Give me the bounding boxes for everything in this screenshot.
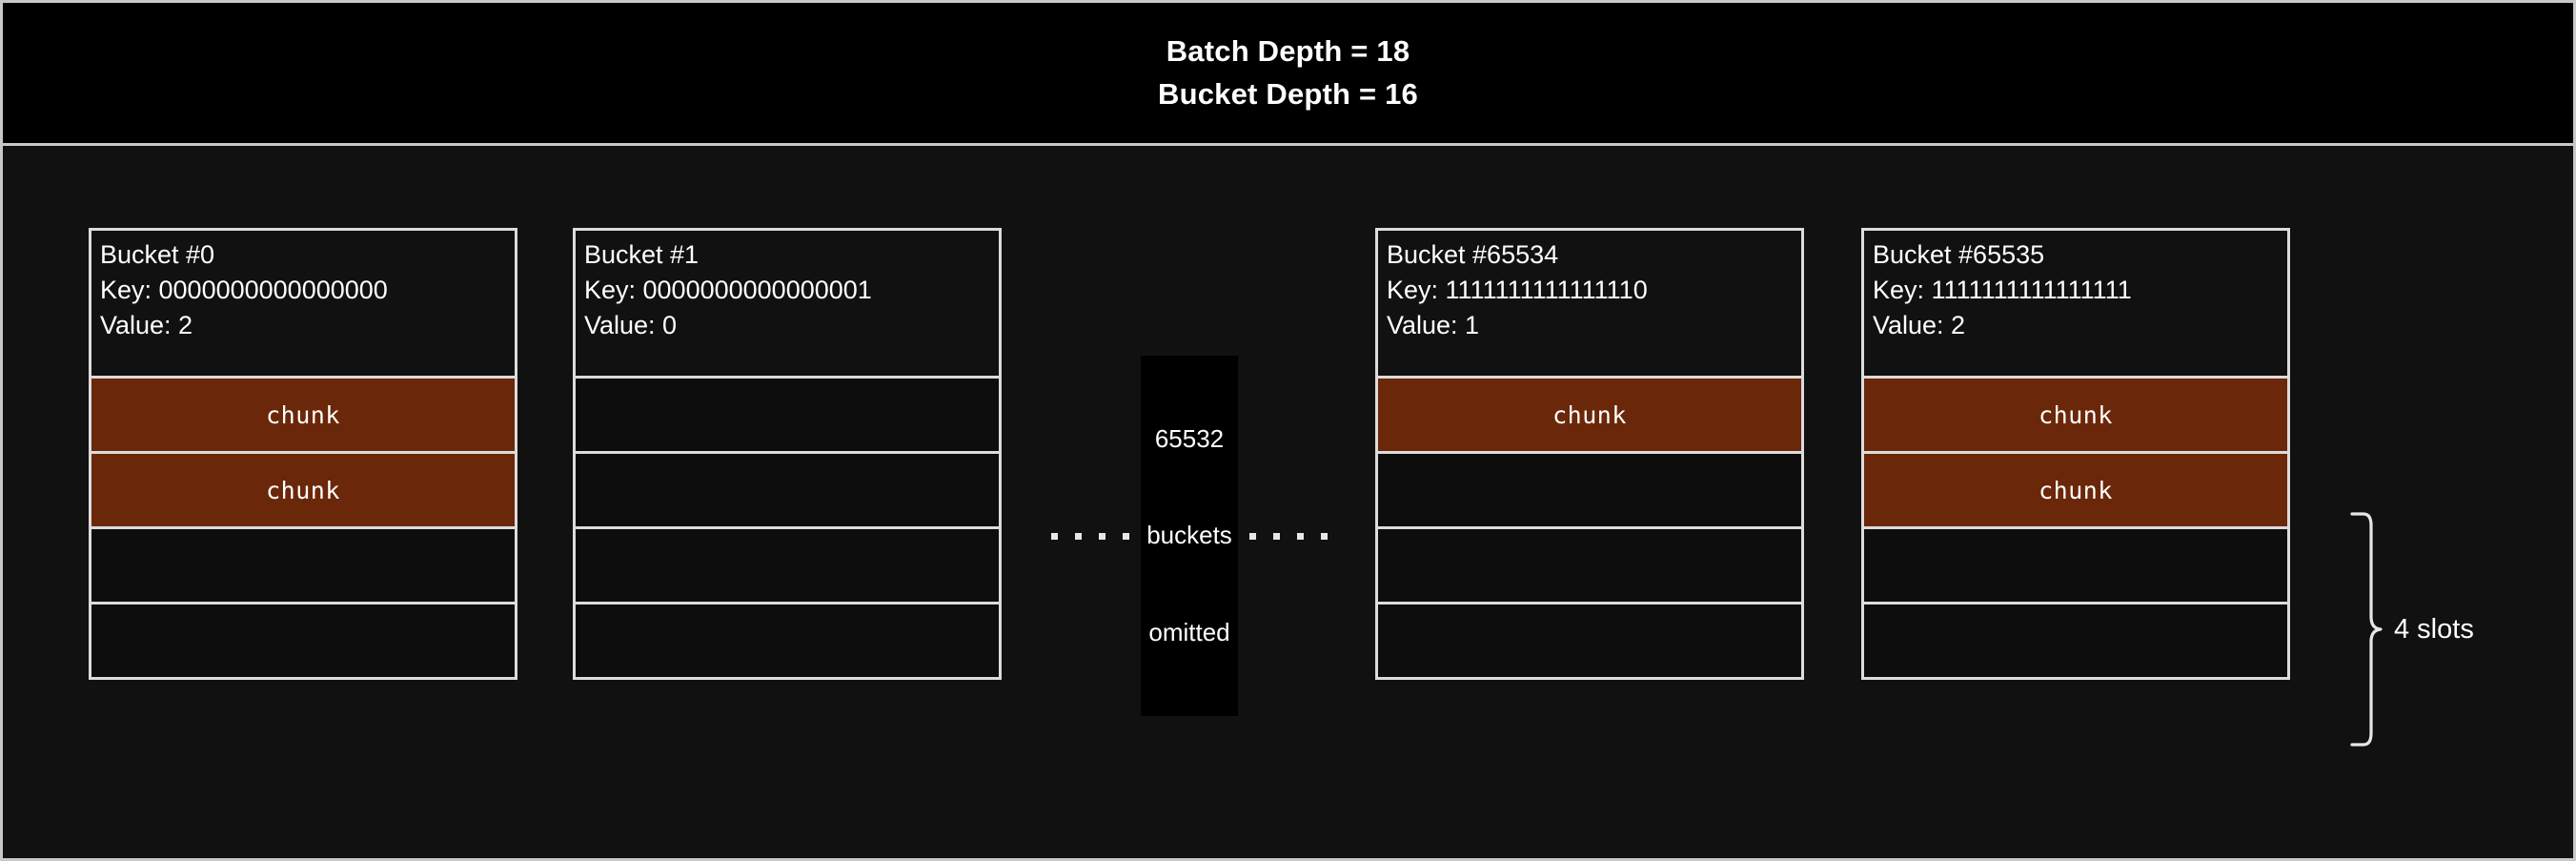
bucket-slots-0: chunk chunk bbox=[91, 379, 515, 677]
slot-chunk[interactable]: chunk bbox=[91, 454, 515, 529]
bucket-title-1: Bucket #1 bbox=[584, 240, 700, 269]
slot-empty[interactable] bbox=[576, 379, 999, 454]
bucket-value-65534: Value: 1 bbox=[1387, 311, 1480, 340]
slot-label: chunk bbox=[1552, 400, 1627, 429]
omitted-buckets-marker: 65532 buckets omitted bbox=[1032, 356, 1347, 716]
bucket-value-65535: Value: 2 bbox=[1873, 311, 1966, 340]
curly-brace-icon bbox=[2350, 512, 2383, 747]
bucket-box-65535[interactable]: Bucket #65535 Key: 1111111111111111 Valu… bbox=[1861, 228, 2290, 680]
slots-count-label: 4 slots bbox=[2394, 613, 2474, 645]
batch-depth-label: Batch Depth = 18 bbox=[1166, 33, 1410, 68]
slot-empty[interactable] bbox=[1864, 605, 2287, 677]
omitted-verb: omitted bbox=[1148, 617, 1230, 646]
omitted-noun: buckets bbox=[1146, 521, 1232, 550]
bucket-title-65534: Bucket #65534 bbox=[1387, 240, 1559, 269]
dot-icon bbox=[1099, 532, 1106, 540]
slot-empty[interactable] bbox=[1378, 454, 1801, 529]
dot-icon bbox=[1248, 532, 1256, 540]
bucket-key-1: Key: 0000000000000001 bbox=[584, 276, 872, 305]
slot-empty[interactable] bbox=[91, 605, 515, 677]
bucket-title-65535: Bucket #65535 bbox=[1873, 240, 2045, 269]
bucket-box-1[interactable]: Bucket #1 Key: 0000000000000001 Value: 0 bbox=[573, 228, 1002, 680]
bucket-depth-label: Bucket Depth = 16 bbox=[1157, 76, 1418, 111]
dot-icon bbox=[1272, 532, 1280, 540]
bucket-key-65535: Key: 1111111111111111 bbox=[1873, 276, 2132, 305]
slot-empty[interactable] bbox=[576, 529, 999, 605]
slot-label: chunk bbox=[2038, 476, 2113, 504]
dot-icon bbox=[1075, 532, 1083, 540]
bucket-slots-1 bbox=[576, 379, 999, 677]
omitted-count: 65532 bbox=[1154, 423, 1225, 453]
omitted-buckets-label: 65532 buckets omitted bbox=[1141, 356, 1238, 716]
slot-chunk[interactable]: chunk bbox=[1378, 379, 1801, 454]
slot-label: chunk bbox=[266, 400, 340, 429]
slot-chunk[interactable]: chunk bbox=[1864, 379, 2287, 454]
slot-chunk[interactable]: chunk bbox=[91, 379, 515, 454]
slot-empty[interactable] bbox=[576, 454, 999, 529]
bucket-header-65534: Bucket #65534 Key: 1111111111111110 Valu… bbox=[1378, 231, 1801, 379]
dot-icon bbox=[1051, 532, 1059, 540]
slot-chunk[interactable]: chunk bbox=[1864, 454, 2287, 529]
slot-empty[interactable] bbox=[1864, 529, 2287, 605]
diagram-header: Batch Depth = 18 Bucket Depth = 16 bbox=[3, 3, 2573, 146]
bucket-box-65534[interactable]: Bucket #65534 Key: 1111111111111110 Valu… bbox=[1375, 228, 1804, 680]
slot-label: chunk bbox=[2038, 400, 2113, 429]
diagram-body: Bucket #0 Key: 0000000000000000 Value: 2… bbox=[3, 146, 2573, 858]
slots-annotation: 4 slots bbox=[2350, 510, 2573, 748]
slot-empty[interactable] bbox=[1378, 605, 1801, 677]
bucket-slots-65535: chunk chunk bbox=[1864, 379, 2287, 677]
slot-empty[interactable] bbox=[91, 529, 515, 605]
bucket-header-65535: Bucket #65535 Key: 1111111111111111 Valu… bbox=[1864, 231, 2287, 379]
bucket-key-0: Key: 0000000000000000 bbox=[100, 276, 388, 305]
dot-icon bbox=[1320, 532, 1328, 540]
bucket-header-1: Bucket #1 Key: 0000000000000001 Value: 0 bbox=[576, 231, 999, 379]
slot-label: chunk bbox=[266, 476, 340, 504]
bucket-title-0: Bucket #0 bbox=[100, 240, 215, 269]
slot-empty[interactable] bbox=[1378, 529, 1801, 605]
bucket-header-0: Bucket #0 Key: 0000000000000000 Value: 2 bbox=[91, 231, 515, 379]
slot-empty[interactable] bbox=[576, 605, 999, 677]
ellipsis-dots-left bbox=[1040, 532, 1141, 540]
bucket-value-0: Value: 2 bbox=[100, 311, 193, 340]
bucket-value-1: Value: 0 bbox=[584, 311, 678, 340]
bucket-slots-65534: chunk bbox=[1378, 379, 1801, 677]
dot-icon bbox=[1123, 532, 1130, 540]
bucket-key-65534: Key: 1111111111111110 bbox=[1387, 276, 1648, 305]
dot-icon bbox=[1296, 532, 1304, 540]
bucket-box-0[interactable]: Bucket #0 Key: 0000000000000000 Value: 2… bbox=[89, 228, 517, 680]
ellipsis-dots-right bbox=[1238, 532, 1339, 540]
